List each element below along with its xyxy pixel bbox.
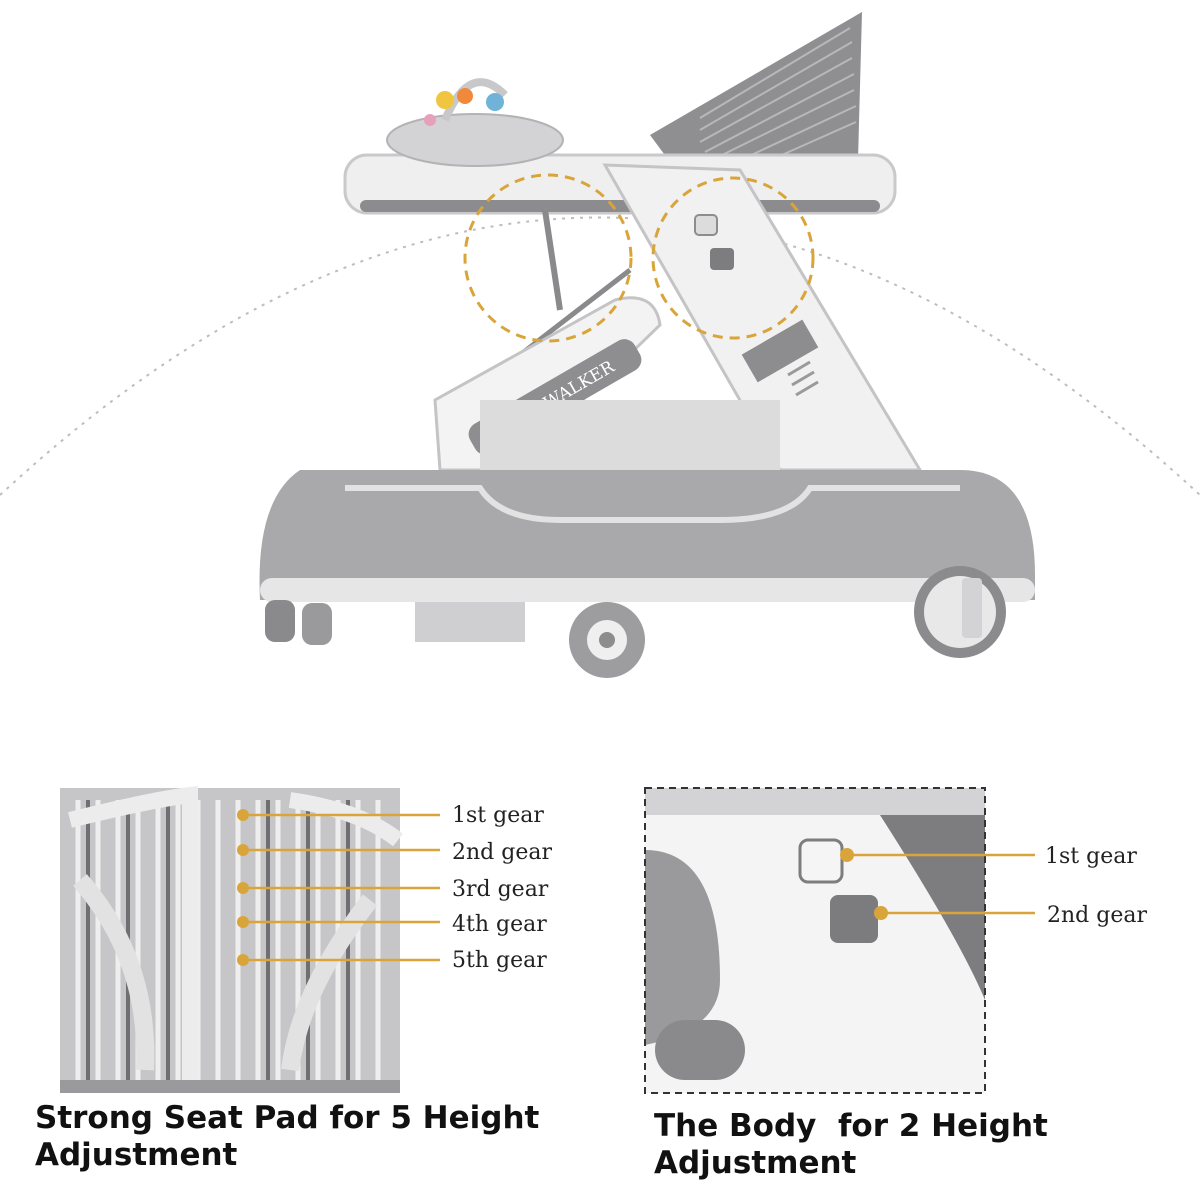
seat-gear-label-2: 2nd gear bbox=[452, 840, 552, 865]
background-arc bbox=[0, 216, 1200, 496]
body-gear-label-2: 2nd gear bbox=[1047, 903, 1147, 928]
body-caption-line1: The Body for 2 Height bbox=[654, 1108, 1048, 1144]
toy-orange bbox=[457, 88, 473, 104]
seat-gear-label-3: 3rd gear bbox=[452, 877, 549, 902]
walker-backrest bbox=[650, 12, 862, 162]
callout-circle-body bbox=[651, 176, 815, 340]
walker-base bbox=[259, 470, 1035, 600]
toy-blue bbox=[486, 93, 504, 111]
seat-gear-label-5: 5th gear bbox=[452, 948, 547, 973]
body-caption-line2: Adjustment bbox=[654, 1145, 857, 1181]
seat-pad-caption-line2: Adjustment bbox=[35, 1137, 238, 1173]
toy-pink bbox=[424, 114, 436, 126]
middle-wheel bbox=[569, 602, 645, 678]
body-gear-label-1: 1st gear bbox=[1045, 844, 1137, 869]
body-caption: The Body for 2 Height Adjustment bbox=[654, 1108, 1174, 1182]
seat-pad-caption-line1: Strong Seat Pad for 5 Height bbox=[35, 1100, 540, 1136]
walker-photo: BABY WALKER bbox=[0, 12, 1200, 678]
toy-yellow bbox=[436, 91, 454, 109]
seat-pad-caption: Strong Seat Pad for 5 Height Adjustment bbox=[35, 1100, 555, 1174]
callout-circle-seat bbox=[463, 173, 633, 343]
toy-pod bbox=[386, 113, 564, 167]
seat-gear-markers bbox=[237, 809, 440, 966]
seat-gear-label-1: 1st gear bbox=[452, 803, 544, 828]
rear-wheel bbox=[914, 566, 1006, 658]
seat-gear-label-4: 4th gear bbox=[452, 912, 547, 937]
body-gear-markers bbox=[840, 848, 1035, 920]
front-wheels bbox=[265, 600, 332, 645]
